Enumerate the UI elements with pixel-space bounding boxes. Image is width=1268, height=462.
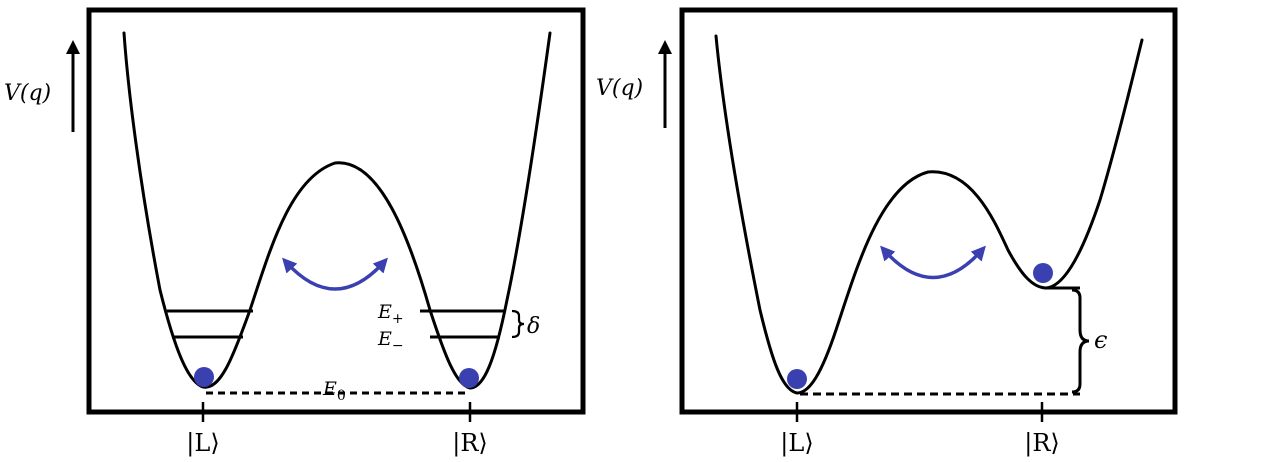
right-bias-label: ϵ <box>1094 326 1107 354</box>
left-splitting-brace-icon <box>511 309 525 339</box>
right-particle-left-icon <box>787 369 807 389</box>
left-particle-right-icon <box>459 368 479 388</box>
left-tunneling-arrow-icon <box>282 257 388 291</box>
right-particle-right-icon <box>1033 263 1053 283</box>
right-potential-curve <box>714 34 1144 395</box>
left-ket-right: |R⟩ <box>452 429 488 458</box>
left-splitting-label: δ <box>527 314 540 339</box>
right-ket-left: |L⟩ <box>780 429 813 458</box>
right-panel: V(q) ϵ |L⟩ |R⟩ <box>596 7 1178 458</box>
right-bias-brace-icon <box>1071 288 1090 394</box>
right-ket-right: |R⟩ <box>1024 429 1060 458</box>
left-level-label-upper: E+ <box>377 301 404 327</box>
right-panel-frame <box>679 7 1178 415</box>
left-axis-label: V(q) <box>4 81 51 106</box>
left-particle-left-icon <box>194 367 214 387</box>
right-tunneling-arrow-icon <box>880 245 986 280</box>
left-panel-frame <box>86 7 586 415</box>
left-level-label-lower: E− <box>377 328 404 354</box>
left-ground-level-label: E0 <box>322 378 346 404</box>
right-axis-arrow-icon <box>658 40 672 128</box>
left-ket-left: |L⟩ <box>186 429 219 458</box>
right-axis-label: V(q) <box>596 76 643 101</box>
left-potential-curve <box>122 31 552 390</box>
left-panel: V(q) E+ E− E0 δ |L⟩ |R⟩ <box>4 7 586 458</box>
left-axis-arrow-icon <box>66 40 80 132</box>
